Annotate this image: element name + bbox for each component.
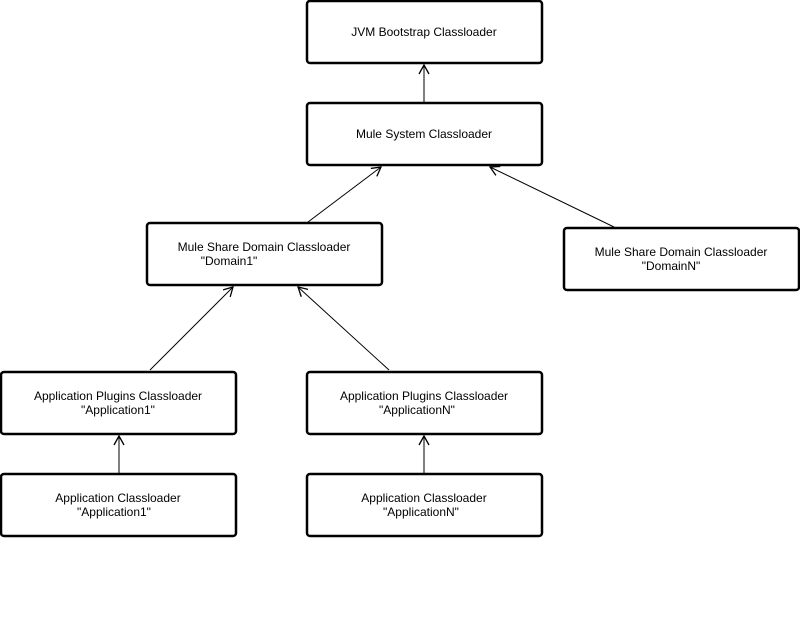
node-label: Application Plugins Classloader — [34, 389, 202, 403]
node-box — [0, 370, 238, 436]
node-application-plugins-classloader-applicationN: Application Plugins Classloader "Applica… — [305, 370, 544, 436]
node-sublabel: "ApplicationN" — [383, 505, 459, 519]
node-sublabel: "Application1" — [77, 505, 151, 519]
node-label: Mule System Classloader — [356, 127, 492, 141]
node-label: Mule Share Domain Classloader — [595, 245, 768, 259]
edges — [113, 63, 615, 473]
node-box — [0, 472, 238, 538]
node-application-classloader-applicationN: Application Classloader "ApplicationN" — [305, 472, 544, 538]
node-jvm-bootstrap-classloader: JVM Bootstrap Classloader — [305, 0, 544, 65]
node-box — [145, 221, 384, 287]
node-mule-share-domain-classloader-domainN: Mule Share Domain Classloader "DomainN" — [562, 226, 800, 292]
edge-domain1-to-mule-system — [307, 166, 383, 223]
node-mule-share-domain-classloader-domain1: Mule Share Domain Classloader "Domain1" — [145, 221, 384, 287]
node-box — [305, 101, 544, 167]
node-mule-system-classloader: Mule System Classloader — [305, 101, 544, 167]
node-sublabel: "Application1" — [81, 403, 155, 417]
node-box — [305, 0, 544, 65]
node-sublabel: "Domain1" — [201, 254, 258, 268]
node-box — [305, 370, 544, 436]
node-box — [562, 226, 800, 292]
edge-plugins-app1-to-domain1 — [149, 286, 234, 371]
node-box — [305, 472, 544, 538]
edge-plugins-appN-to-domain1 — [297, 286, 390, 371]
node-label: Application Plugins Classloader — [340, 389, 508, 403]
node-sublabel: "ApplicationN" — [379, 403, 455, 417]
edge-domainN-to-mule-system — [488, 165, 615, 228]
node-application-classloader-application1: Application Classloader "Application1" — [0, 472, 238, 538]
node-label: Application Classloader — [55, 491, 180, 505]
node-label: Mule Share Domain Classloader — [178, 240, 351, 254]
node-sublabel: "DomainN" — [642, 259, 701, 273]
node-label: Application Classloader — [361, 491, 486, 505]
node-label: JVM Bootstrap Classloader — [351, 25, 496, 39]
node-application-plugins-classloader-application1: Application Plugins Classloader "Applica… — [0, 370, 238, 436]
